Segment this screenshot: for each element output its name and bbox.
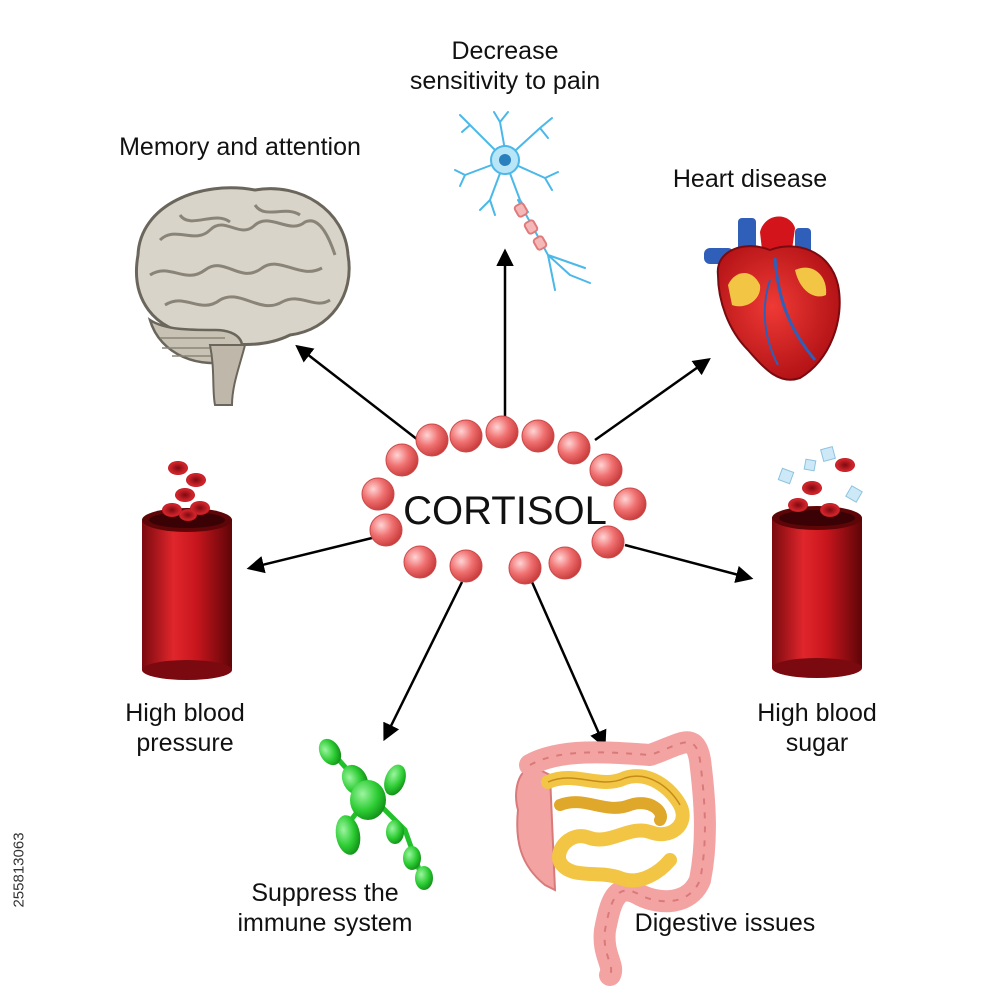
blood-vessel-icon [142, 461, 232, 680]
label-blood-pressure: High blood pressure [95, 698, 275, 758]
label-digestive: Digestive issues [615, 908, 835, 938]
cortisol-molecule-ring [361, 415, 647, 585]
label-heart: Heart disease [650, 164, 850, 194]
side-id-label: 255813063 [8, 770, 30, 970]
label-digestive-line1: Digestive issues [634, 909, 816, 937]
label-immune-line2: immune system [237, 909, 413, 937]
arrow-to-blood-pressure [246, 536, 373, 574]
label-immune: Suppress the immune system [220, 878, 430, 938]
molecule-bead [591, 525, 625, 559]
molecule-bead [589, 453, 623, 487]
label-pain: Decrease sensitivity to pain [380, 36, 630, 96]
arrows [246, 248, 754, 749]
label-pain-line1: Decrease [451, 37, 559, 65]
arrow-to-heart [594, 357, 711, 442]
molecule-bead [361, 477, 395, 511]
heart-icon [704, 216, 841, 381]
arrow-to-digestive [530, 581, 607, 749]
label-blood-sugar: High blood sugar [727, 698, 907, 758]
label-blood-pressure-line2: pressure [136, 729, 234, 757]
brain-icon [135, 186, 351, 406]
molecule-bead [557, 431, 591, 465]
label-blood-sugar-line1: High blood [757, 699, 877, 727]
molecule-bead [485, 415, 519, 449]
molecule-bead [449, 549, 483, 583]
arrow-to-immune [383, 581, 464, 742]
neuron-icon [454, 111, 591, 291]
blood-vessel-sugar-icon [772, 446, 863, 678]
molecule-bead [385, 443, 419, 477]
molecule-bead [403, 545, 437, 579]
label-memory: Memory and attention [90, 132, 390, 162]
molecule-bead [521, 419, 555, 453]
arrow-to-blood-sugar [624, 543, 754, 583]
molecule-bead [415, 423, 449, 457]
label-heart-line1: Heart disease [672, 165, 828, 193]
side-id-text: 255813063 [10, 832, 28, 908]
label-pain-line2: sensitivity to pain [409, 67, 601, 95]
molecule-bead [449, 419, 483, 453]
label-blood-sugar-line2: sugar [785, 729, 849, 757]
arrow-to-memory [295, 344, 419, 441]
label-blood-pressure-line1: High blood [125, 699, 245, 727]
intestine-icon [515, 731, 716, 986]
molecule-bead [613, 487, 647, 521]
label-memory-line1: Memory and attention [119, 133, 361, 161]
cortisol-title: CORTISOL [403, 489, 607, 533]
molecule-bead [508, 551, 542, 585]
molecule-bead [369, 513, 403, 547]
molecule-bead [548, 546, 582, 580]
label-immune-line1: Suppress the [251, 879, 399, 907]
antibody-icon [318, 738, 433, 890]
